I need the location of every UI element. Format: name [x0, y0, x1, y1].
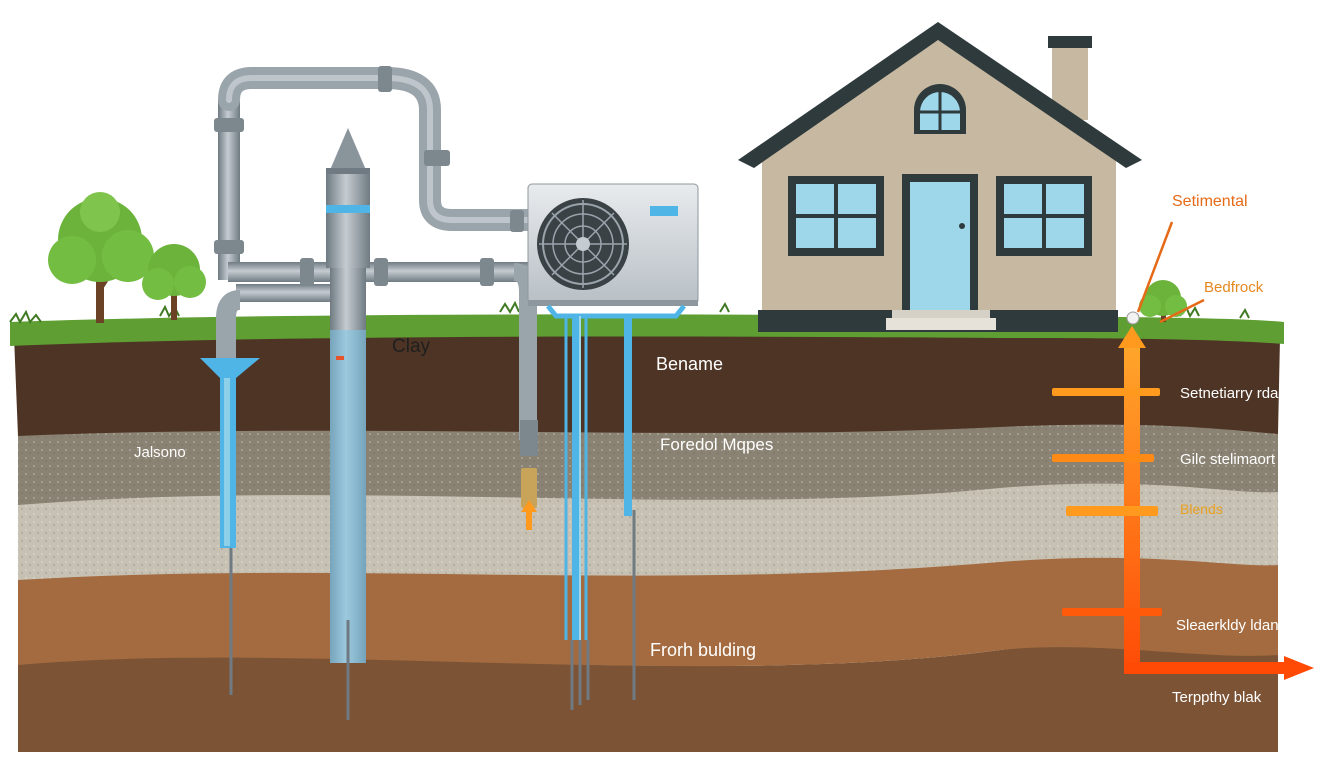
- ground-loop: [546, 304, 686, 710]
- heat-indicator: [1052, 221, 1314, 680]
- label-foredol-mapes: Foredol Mqpes: [660, 435, 773, 454]
- arrow-right-icon: [1284, 656, 1314, 680]
- label-gilc-stelimaort: Gilc stelimaort: [1180, 451, 1276, 468]
- central-bore: [326, 128, 370, 720]
- label-blends: Blends: [1180, 501, 1223, 517]
- fan-icon: [537, 198, 629, 290]
- label-terpphy-blak: Terppthy blak: [1172, 689, 1262, 706]
- label-jalsono: Jalsono: [134, 444, 186, 461]
- left-bore: [200, 358, 260, 695]
- grass-tufts: [9, 300, 1250, 325]
- tree-icon: [48, 192, 154, 323]
- label-frorh-bulding: Frorh bulding: [650, 640, 756, 660]
- label-setnetiary-rdard: Setnetiarry rdard: [1180, 385, 1292, 402]
- flow-arrow-icon: [521, 500, 537, 530]
- soil-layers: [9, 300, 1284, 752]
- label-bedfrock: Bedfrock: [1204, 279, 1264, 296]
- tree-icon: [1139, 280, 1187, 322]
- topsoil-layer: [14, 332, 1280, 436]
- tree-icon: [142, 244, 206, 320]
- labels: Clay Bename Jalsono Foredol Mqpes Frorh …: [134, 193, 1292, 706]
- house-icon: [738, 22, 1142, 332]
- label-bename: Bename: [656, 354, 723, 374]
- label-clay: Clay: [392, 336, 431, 357]
- deep-layer: [18, 641, 1278, 752]
- label-sleaerkly-idand: Sleaerkldy ldand: [1176, 617, 1287, 634]
- label-setimental: Setimental: [1172, 193, 1248, 210]
- pipe-icon: [218, 100, 240, 280]
- heat-pump-unit: [527, 183, 699, 306]
